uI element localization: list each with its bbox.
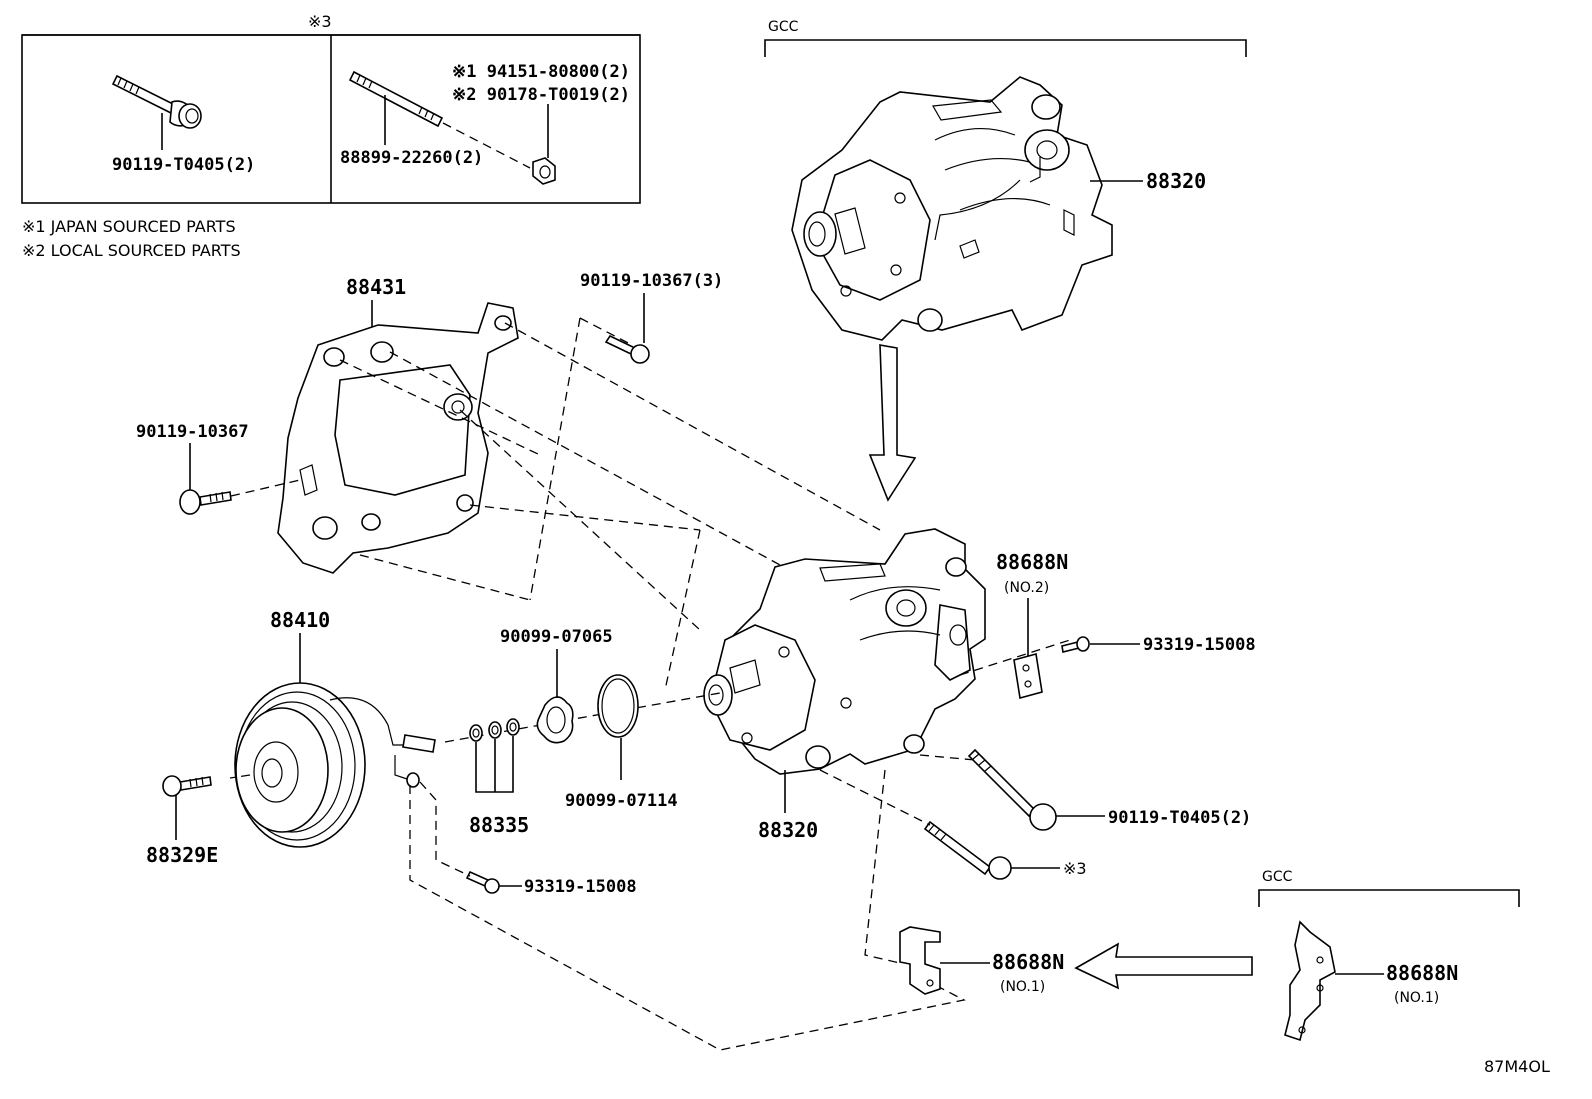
inset-nut-icon [532,104,556,185]
clip-no1-icon [899,926,990,995]
mount-stud-ref-label: ※3 [1063,859,1087,878]
snap-ring-2-icon [597,674,639,780]
inset-bolt-label: 90119-T0405(2) [112,155,255,175]
inset-stud-icon [348,70,444,145]
gcc-bottom-bracket-line: GCC [1258,869,1520,907]
snap-ring-1-icon [536,649,574,744]
gcc-top-bracket-line: GCC [764,19,1247,57]
clutch-pulley-icon [234,682,436,848]
footnote-local-sourced: ※2 LOCAL SOURCED PARTS [22,241,241,260]
compressor-gcc-icon [791,76,1113,341]
clip-no1-sub-label: (NO.1) [1000,979,1045,995]
bracket-label: 88431 [346,275,406,299]
bracket-bolt-3-icon [604,293,650,364]
bracket-bolt-3-label: 90119-10367(3) [580,271,723,291]
gcc-top-label: GCC [768,19,799,35]
screw-top-label: 93319-15008 [1143,635,1256,655]
clip-no1-gcc-label: 88688N [1386,961,1458,985]
mount-bolt-icon [967,748,1105,831]
inset-bolt-icon [111,74,202,150]
clip-no1-label: 88688N [992,950,1064,974]
gcc-bottom-label: GCC [1262,869,1293,885]
inset-note-label: ※3 [308,12,332,31]
inset-stud-label: 88899-22260(2) [340,148,483,168]
clip-no2-sub-label: (NO.2) [1004,580,1049,596]
bracket-icon [277,302,519,574]
clip-no2-icon [1013,598,1043,700]
bracket-bolt-icon [179,443,232,515]
footnote-japan-sourced: ※1 JAPAN SOURCED PARTS [22,217,236,236]
shims-label: 88335 [469,813,529,837]
inset-nut-local-label: ※2 90178-T0019(2) [452,85,630,105]
figure-code: 87M4OL [1484,1057,1550,1076]
arrow-down-icon [868,344,917,502]
compressor-gcc-label: 88320 [1146,169,1206,193]
inset-nut-jp-label: ※1 94151-80800(2) [452,62,630,82]
bracket-bolt-label: 90119-10367 [136,422,249,442]
mount-bolt-label: 90119-T0405(2) [1108,808,1251,828]
screw-bottom-icon [465,870,522,894]
inset-box: ※3 [21,12,641,204]
shims-icon [469,718,520,793]
clutch-bolt-icon [162,775,212,840]
arrow-left-icon [1074,942,1253,990]
compressor-icon [703,528,986,775]
screw-top-icon [1061,636,1140,653]
mount-stud-icon [923,820,1060,880]
screw-bottom-label: 93319-15008 [524,877,637,897]
snap-ring-2-label: 90099-07114 [565,791,678,811]
clip-no1-gcc-icon [1284,920,1384,1042]
clip-no1-gcc-sub-label: (NO.1) [1394,990,1439,1006]
clip-no2-label: 88688N [996,550,1068,574]
compressor-label: 88320 [758,818,818,842]
clutch-bolt-label: 88329E [146,843,218,867]
clutch-pulley-label: 88410 [270,608,330,632]
snap-ring-1-label: 90099-07065 [500,627,613,647]
